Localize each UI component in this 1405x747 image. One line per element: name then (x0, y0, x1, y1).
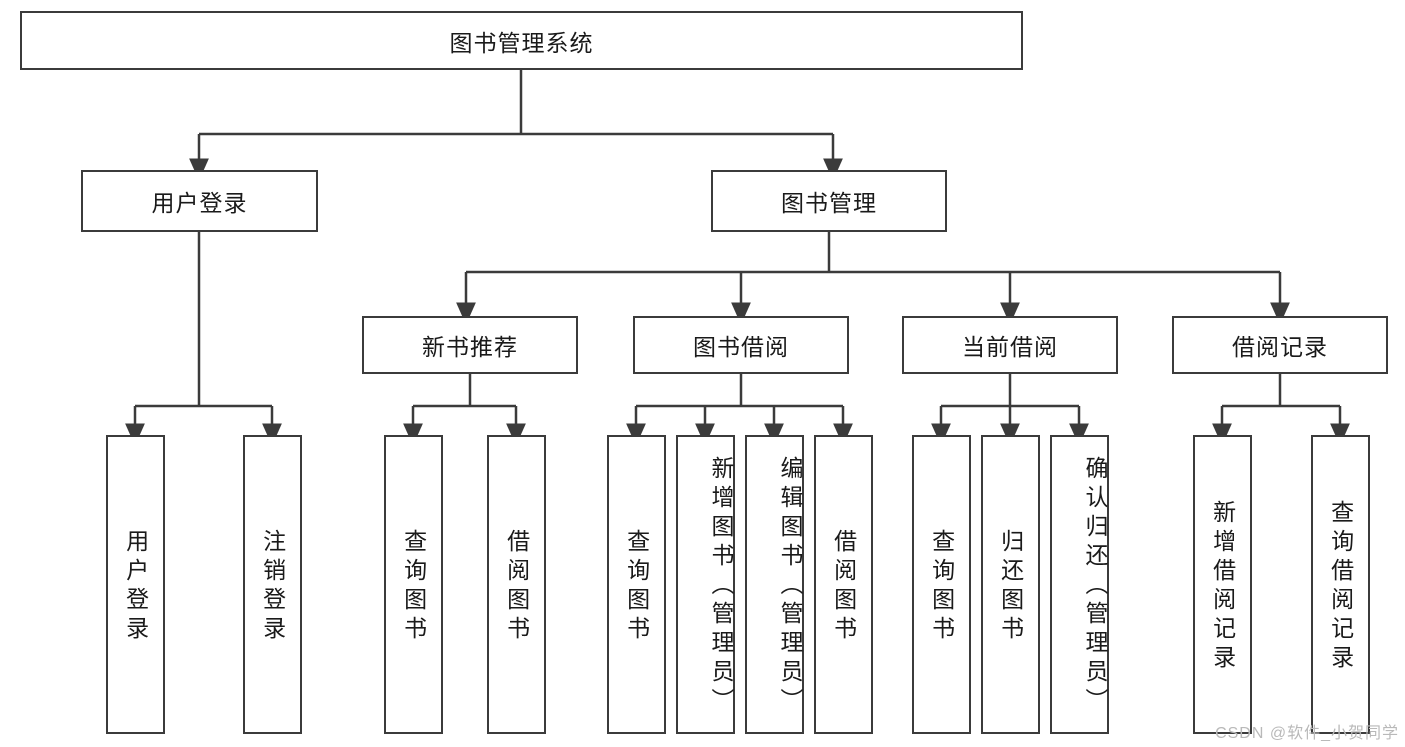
node-book-borrow[interactable]: 图书借阅 (633, 316, 849, 374)
watermark: CSDN @软件_小贺同学 (1215, 725, 1399, 742)
leaf-query-books-current[interactable]: 查询图书 (912, 435, 971, 734)
node-root[interactable]: 图书管理系统 (20, 11, 1023, 70)
node-current-borrow[interactable]: 当前借阅 (902, 316, 1118, 374)
leaf-confirm-return-admin[interactable]: 确认归还（管理员） (1050, 435, 1109, 734)
leaf-query-books-recommend[interactable]: 查询图书 (384, 435, 443, 734)
leaf-add-borrow-record[interactable]: 新增借阅记录 (1193, 435, 1252, 734)
leaf-add-book-admin[interactable]: 新增图书（管理员） (676, 435, 735, 734)
node-book-management[interactable]: 图书管理 (711, 170, 947, 232)
leaf-borrow-books-borrow[interactable]: 借阅图书 (814, 435, 873, 734)
leaf-borrow-books-recommend[interactable]: 借阅图书 (487, 435, 546, 734)
node-user-login[interactable]: 用户登录 (81, 170, 318, 232)
leaf-user-login[interactable]: 用户登录 (106, 435, 165, 734)
leaf-query-borrow-record[interactable]: 查询借阅记录 (1311, 435, 1370, 734)
node-new-book-recommend[interactable]: 新书推荐 (362, 316, 578, 374)
leaf-return-books[interactable]: 归还图书 (981, 435, 1040, 734)
node-borrow-records[interactable]: 借阅记录 (1172, 316, 1388, 374)
leaf-query-books-borrow[interactable]: 查询图书 (607, 435, 666, 734)
leaf-user-logout[interactable]: 注销登录 (243, 435, 302, 734)
leaf-edit-book-admin[interactable]: 编辑图书（管理员） (745, 435, 804, 734)
